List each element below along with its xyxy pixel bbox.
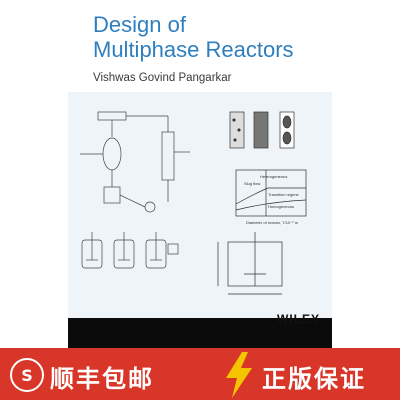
sf-express-logo: S [10, 358, 44, 392]
stirred-reactors [81, 232, 179, 269]
cover-bottom-band [68, 318, 332, 348]
flow-regime-chart [235, 169, 307, 217]
lightning-bolt-icon [226, 352, 252, 398]
label-heterogeneous: Heterogeneous [260, 174, 287, 179]
book-cover: Design of Multiphase Reactors Vishwas Go… [68, 0, 332, 348]
book-title-line2: Multiphase Reactors [93, 37, 294, 62]
free-shipping-text: 顺丰包邮 [50, 365, 154, 393]
title-band [68, 0, 332, 90]
reactor-diagrams: Heterogeneous Slug flow Transition regim… [80, 111, 307, 295]
promo-banner [0, 348, 400, 400]
book-author: Vishwas Govind Pangarkar [93, 72, 232, 84]
cover-illustration: Heterogeneous Slug flow Transition regim… [68, 92, 332, 320]
label-diameter-axis: Diameter of reactor, T/10⁻² m [246, 220, 299, 225]
sf-express-mark: S [21, 366, 33, 385]
label-slug-flow: Slug flow [244, 181, 260, 186]
flow-regime-schematic [229, 111, 295, 149]
label-transition-regime: Transition regime [268, 192, 300, 197]
label-homogeneous: Homogeneous [268, 204, 294, 209]
genuine-guarantee-text: 正版保证 [262, 365, 366, 393]
dimension-drawing [217, 232, 283, 295]
process-flow-diagram [80, 111, 190, 213]
book-title-line1: Design of [93, 12, 186, 37]
book-title: Design of Multiphase Reactors [93, 12, 323, 62]
publisher-logo: WILEY [277, 312, 320, 326]
